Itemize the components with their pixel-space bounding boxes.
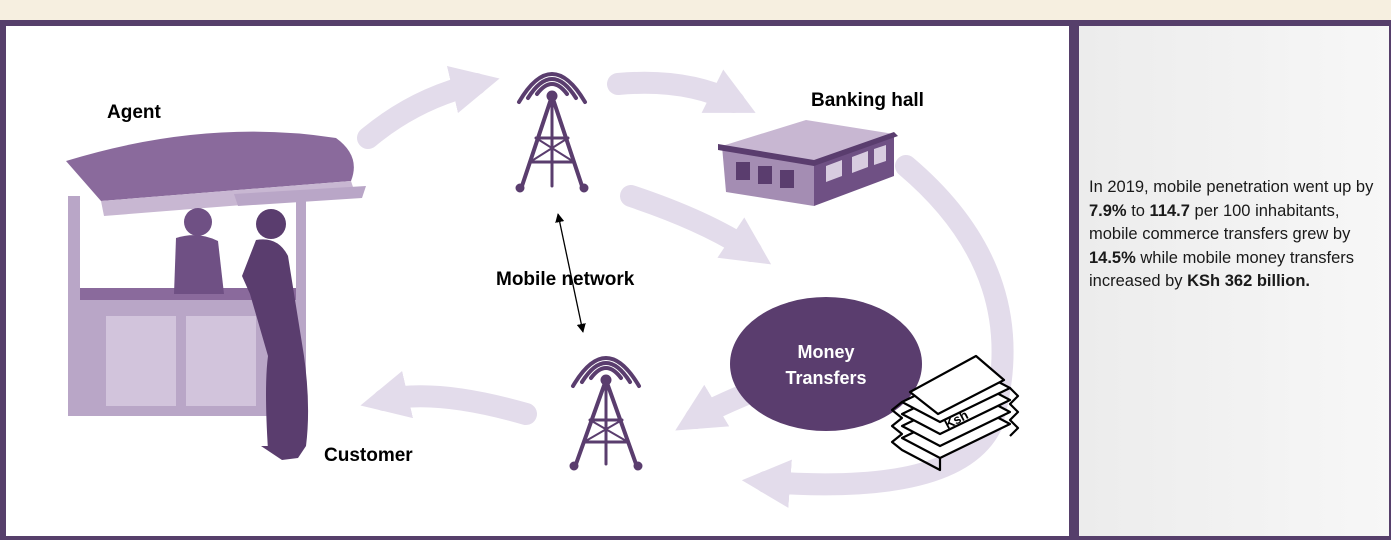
money-transfers-label: Money Transfers <box>730 298 922 431</box>
info-highlight: 114.7 <box>1149 201 1190 220</box>
info-highlight: 7.9% <box>1089 201 1127 220</box>
customer-label: Customer <box>324 445 413 466</box>
mobile-network-label: Mobile network <box>496 269 635 290</box>
money-transfers-circle <box>730 297 922 431</box>
banking-hall-illustration <box>718 120 898 206</box>
info-panel: In 2019, mobile penetration went up by 7… <box>1079 26 1389 536</box>
arrow-tower-to-customer <box>360 370 537 425</box>
money-transfers-line1: Money <box>797 341 855 362</box>
info-text-part: while mobile money transfers increased b… <box>1089 248 1355 291</box>
mobile-money-diagram: Agent Banking hall Mobile network Custom… <box>6 26 1069 536</box>
arrow-tower-to-bank <box>607 69 756 113</box>
cash-stack-icon <box>890 354 1020 472</box>
agent-label: Agent <box>107 102 161 123</box>
tower-bottom-illustration <box>569 356 643 471</box>
money-transfers-line2: Transfers <box>785 367 867 388</box>
info-highlight: 14.5% <box>1089 248 1136 267</box>
info-text-part: In 2019, mobile penetration went up by <box>1089 178 1374 196</box>
info-text-part: to <box>1126 201 1150 220</box>
arrow-agent-to-tower <box>357 65 500 149</box>
agent-kiosk-illustration <box>66 131 366 460</box>
info-text: In 2019, mobile penetration went up by 7… <box>1089 176 1381 294</box>
network-link-arrow <box>555 213 586 333</box>
arrow-tower-to-transfers <box>620 185 772 265</box>
info-text-part: per 100 inhabitants, mobile commerce tra… <box>1089 201 1351 244</box>
info-highlight: KSh 362 billion. <box>1187 272 1310 290</box>
tower-top-illustration <box>515 72 589 193</box>
banking-hall-label: Banking hall <box>811 90 924 111</box>
